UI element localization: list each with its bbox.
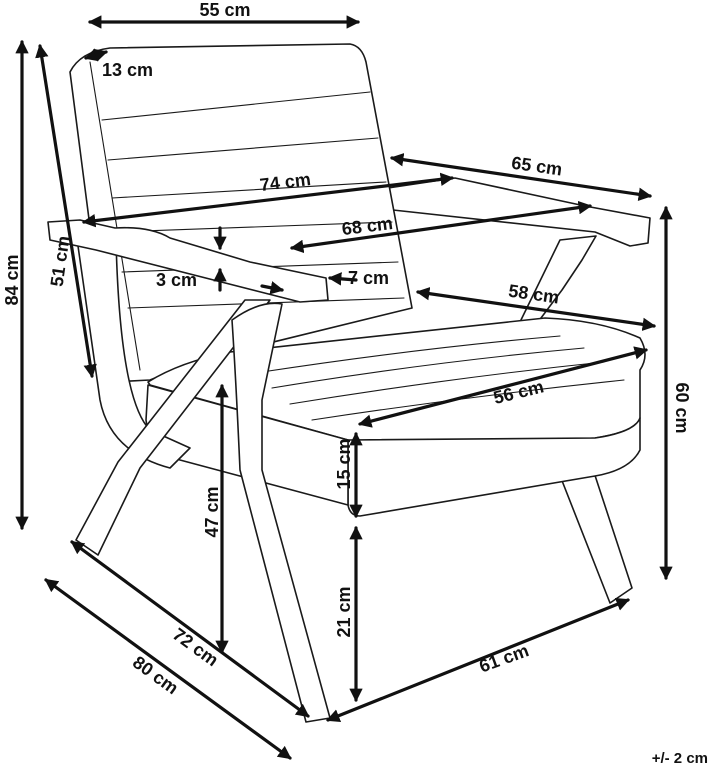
dim-line-seat-depth bbox=[416, 286, 656, 332]
label-back-depth: 13 cm bbox=[102, 60, 153, 80]
label-seat-height: 47 cm bbox=[202, 486, 222, 537]
label-leg-clearance: 21 cm bbox=[334, 586, 354, 637]
label-total-height: 84 cm bbox=[2, 254, 22, 305]
dim-line-backrest-height bbox=[35, 44, 97, 378]
dim-line-armrest-length bbox=[390, 153, 652, 201]
label-armrest-thickness: 3 cm bbox=[156, 270, 197, 290]
label-armrest-height: 60 cm bbox=[672, 382, 692, 433]
label-seat-thickness: 15 cm bbox=[334, 438, 354, 489]
dimension-labels: 55 cm 13 cm 84 cm 51 cm 74 cm 65 cm 68 c… bbox=[2, 0, 708, 767]
dim-line-armrest-width bbox=[327, 272, 358, 286]
dim-line-total-depth bbox=[44, 578, 292, 760]
left-front-leg bbox=[231, 302, 331, 723]
label-leg-span-front: 61 cm bbox=[477, 640, 532, 676]
dim-line-leg-span-front bbox=[326, 598, 630, 722]
left-armrest bbox=[47, 219, 329, 303]
dim-line-inner-width bbox=[290, 200, 592, 254]
dim-line-armrest-width-2 bbox=[260, 281, 284, 295]
dimension-lines bbox=[15, 15, 673, 760]
backrest-seam-2 bbox=[107, 137, 379, 161]
backrest-seam-1 bbox=[101, 91, 371, 121]
label-top-width: 55 cm bbox=[199, 0, 250, 20]
label-backrest-height: 51 cm bbox=[47, 234, 74, 287]
label-leg-span-side: 72 cm bbox=[169, 624, 222, 670]
label-armrest-width: 7 cm bbox=[348, 268, 389, 288]
dim-line-seat-width bbox=[358, 346, 648, 428]
right-armrest bbox=[387, 177, 651, 247]
tolerance-note: +/- 2 cm bbox=[652, 750, 708, 767]
